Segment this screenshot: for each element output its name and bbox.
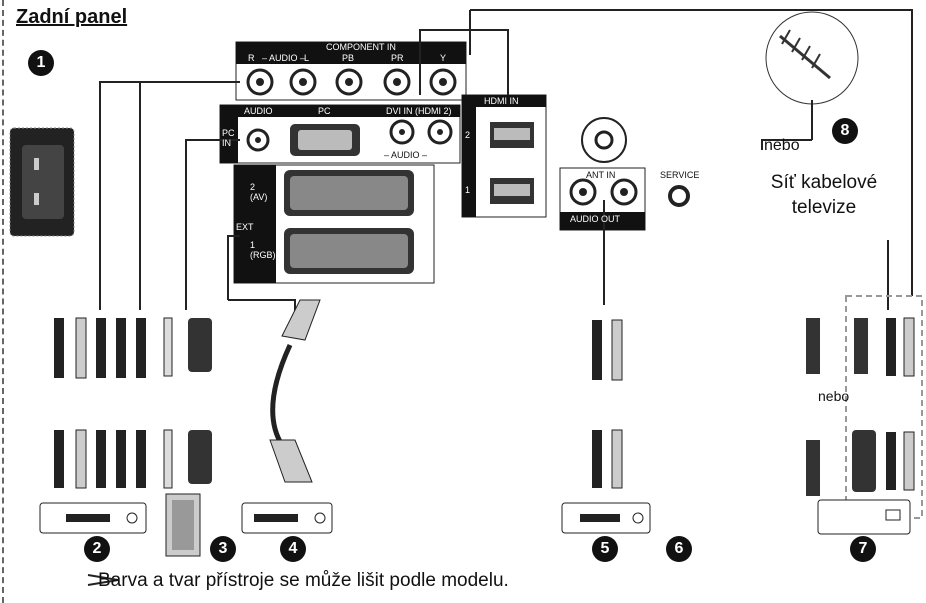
ext-scart-panel	[233, 164, 435, 284]
badge-5: 5	[592, 536, 618, 562]
label-service: SERVICE	[660, 170, 700, 180]
cable-group-audio-out	[592, 319, 623, 489]
label-ext: EXT	[236, 222, 254, 232]
power-socket	[9, 127, 75, 237]
device-dvd-4	[241, 502, 333, 534]
footer-note: Barva a tvar přístroje se může lišit pod…	[50, 570, 509, 592]
label-hdmi-port-2: 2	[465, 130, 471, 140]
label-nebo-top: nebo	[764, 137, 800, 154]
component-in-panel	[235, 41, 467, 101]
cable-tv-line-1: Síť kabelové	[770, 172, 878, 193]
label-component-in: COMPONENT IN	[326, 42, 396, 52]
label-audio-out: AUDIO OUT	[570, 214, 621, 224]
badge-4: 4	[280, 536, 306, 562]
badge-3: 3	[210, 536, 236, 562]
device-settop-7	[817, 499, 911, 535]
badge-7: 7	[850, 536, 876, 562]
label-pc: PC	[318, 106, 331, 116]
label-av2: 2 (AV)	[250, 182, 268, 202]
note-arrow-icon	[87, 574, 119, 586]
device-vcr-2	[39, 502, 147, 534]
label-pr: PR	[391, 53, 404, 63]
page-title: Zadní panel	[16, 6, 128, 28]
label-rgb1: 1 (RGB)	[250, 240, 276, 260]
label-ant-in: ANT IN	[586, 170, 616, 180]
footer-note-text: Barva a tvar přístroje se může lišit pod…	[98, 570, 509, 591]
label-audio-pc: AUDIO	[244, 106, 273, 116]
cable-tv-line-2: televize	[791, 197, 857, 218]
label-nebo-mid: nebo	[818, 388, 850, 404]
label-audio: – AUDIO –	[262, 53, 306, 63]
label-audio-l: L	[304, 53, 310, 63]
cable-group-pc	[163, 317, 212, 489]
ant-audio-out-panel	[559, 117, 690, 231]
label-dvi-in: DVI IN (HDMI 2)	[386, 106, 452, 116]
device-vcr-5	[561, 502, 651, 534]
label-audio-r: R	[248, 53, 255, 63]
cable-group-hdmi-dvi	[806, 317, 915, 496]
scart-cable	[269, 299, 321, 483]
cable-lines	[99, 9, 923, 519]
label-pc-in: PC IN	[222, 128, 235, 148]
label-y: Y	[440, 53, 447, 63]
badge-8: 8	[832, 118, 858, 144]
antenna-icon	[765, 11, 859, 105]
hdmi-panel	[461, 94, 547, 218]
cable-tv-label: Síť kabelové televize	[754, 170, 894, 220]
label-dvi-audio: – AUDIO –	[384, 150, 428, 160]
label-hdmi-port-1: 1	[465, 185, 471, 195]
cable-group-component	[54, 317, 146, 489]
device-pc-speaker	[165, 493, 201, 557]
badge-1: 1	[28, 50, 54, 76]
label-pb: PB	[342, 53, 355, 63]
page-border-dashed	[2, 0, 4, 603]
badge-6: 6	[666, 536, 692, 562]
label-hdmi-in: HDMI IN	[484, 96, 519, 106]
badge-2: 2	[84, 536, 110, 562]
